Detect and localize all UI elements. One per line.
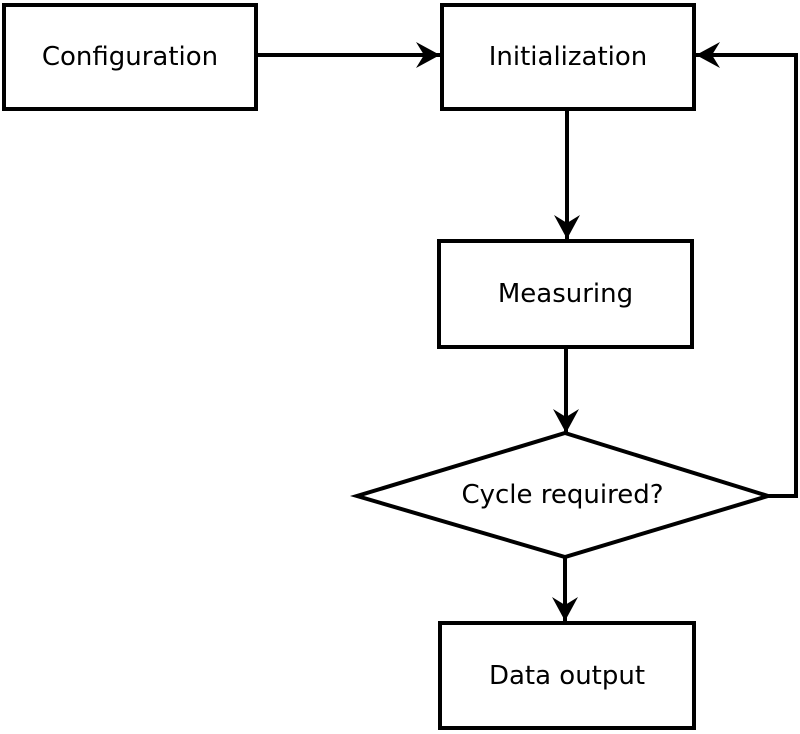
node-data-output-label: Data output [488, 660, 646, 691]
decision-diamond-shape [349, 430, 775, 560]
node-data-output: Data output [438, 621, 696, 730]
node-initialization: Initialization [440, 3, 696, 111]
node-configuration-label: Configuration [41, 42, 219, 72]
node-configuration: Configuration [2, 3, 258, 111]
node-initialization-label: Initialization [488, 42, 648, 72]
edge-decision-to-initialization-loop [696, 42, 798, 498]
node-measuring: Measuring [437, 239, 694, 349]
node-measuring-label: Measuring [497, 279, 634, 309]
